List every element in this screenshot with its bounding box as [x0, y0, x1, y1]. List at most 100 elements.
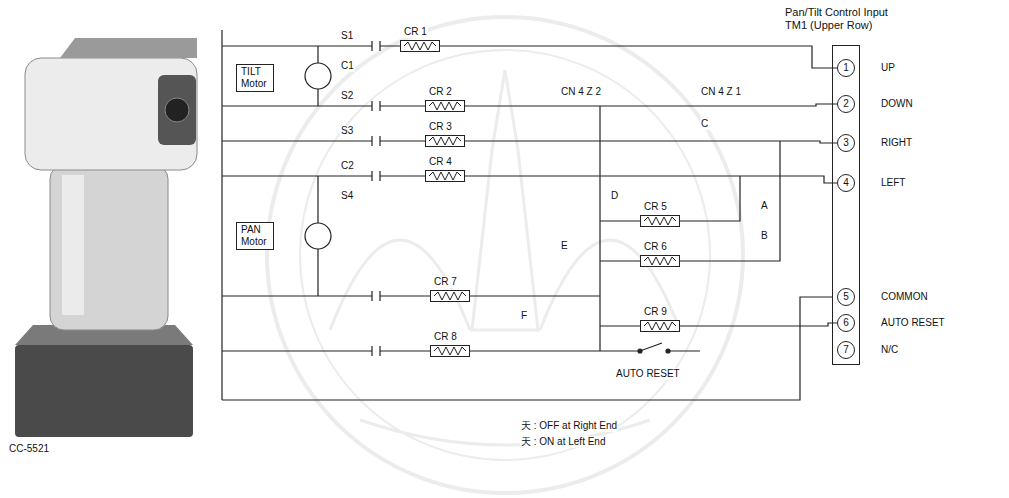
node-text: TILT	[241, 66, 269, 78]
node-letter: D	[610, 190, 619, 202]
node-text: Pan/Tilt Control Input	[785, 6, 888, 19]
node-text: 6	[838, 315, 854, 331]
coil-symbol	[431, 346, 469, 356]
connector-label: CN 4 Z 1	[700, 86, 742, 98]
camera-body	[50, 165, 168, 330]
seal-tree	[540, 240, 680, 330]
motor-tag: TILTMotor	[236, 64, 274, 92]
node-text: PAN	[241, 224, 269, 236]
terminal-number: 7	[837, 341, 855, 359]
terminal-number: 4	[837, 174, 855, 192]
motor-wire	[317, 46, 318, 106]
pin-name: UP	[880, 62, 896, 74]
switch-label: AUTO RESET	[615, 368, 681, 380]
node-text: CR 7	[433, 276, 458, 288]
node-text: CR 4	[428, 156, 453, 168]
switch-contact	[222, 136, 425, 146]
switch-contact	[222, 101, 425, 111]
relay-coil: CR 3	[425, 135, 465, 147]
node-text: CR 6	[643, 241, 668, 253]
relay-coil: CR 8	[430, 345, 470, 357]
connector-label: CN 4 Z 2	[560, 86, 602, 98]
pin-name: AUTO RESET	[880, 317, 946, 329]
motor-symbol	[305, 223, 331, 249]
capacitor-label: C1	[340, 60, 355, 72]
node-text: CR 2	[428, 86, 453, 98]
motor-tag: PANMotor	[236, 222, 274, 250]
seal-ring	[300, 50, 710, 460]
relay-coil: CR 4	[425, 170, 465, 182]
switch-contact	[222, 291, 430, 301]
watermark-seal	[267, 17, 743, 493]
relay-coil: CR 7	[430, 290, 470, 302]
coil-symbol	[641, 256, 679, 266]
motor-symbol	[305, 63, 331, 89]
switch-label: S3	[340, 125, 354, 137]
relay-wire	[599, 106, 600, 351]
coil-symbol	[401, 41, 439, 51]
camera-base	[15, 345, 193, 437]
camera-highlight	[62, 175, 84, 315]
supply-bus	[221, 30, 222, 400]
camera-lens	[165, 98, 189, 122]
relay-wire	[470, 296, 600, 351]
wire-connector	[465, 141, 837, 143]
coil-zigzag	[429, 137, 461, 145]
node-letter: B	[760, 230, 769, 242]
terminal-number: 5	[837, 288, 855, 306]
node-letter: C	[700, 118, 709, 130]
node-text: 5	[838, 289, 854, 305]
node-text: 7	[838, 342, 854, 358]
coil-zigzag	[429, 172, 461, 180]
node-text: CR 5	[643, 201, 668, 213]
terminal-number: 3	[837, 134, 855, 152]
coil-zigzag	[404, 42, 436, 50]
camera-head	[25, 58, 197, 170]
switch-label: S1	[340, 30, 354, 42]
capacitor-label: C2	[340, 160, 355, 172]
relay-coil: CR 2	[425, 100, 465, 112]
relay-wire	[600, 221, 640, 326]
contact-dot	[666, 349, 670, 353]
coil-zigzag	[434, 347, 466, 355]
coil-zigzag	[434, 292, 466, 300]
relay-wire	[680, 176, 740, 221]
note: 天 : ON at Left End	[520, 436, 606, 448]
node-text: 4	[838, 175, 854, 191]
switch-contact	[222, 346, 430, 356]
contact-dot	[638, 349, 642, 353]
node-text: 2	[838, 96, 854, 112]
relay-coil: CR 5	[640, 215, 680, 227]
terminal-number: 6	[837, 314, 855, 332]
pin-name: RIGHT	[880, 137, 913, 149]
coil-zigzag	[644, 322, 676, 330]
relay-wire	[680, 141, 780, 261]
node-text: CR 8	[433, 331, 458, 343]
switch-label: S4	[340, 190, 354, 202]
node-text: 1	[838, 60, 854, 76]
coil-symbol	[431, 291, 469, 301]
camera-window	[158, 75, 196, 145]
node-letter: E	[560, 240, 569, 252]
node-text: Motor	[241, 78, 269, 90]
coil-zigzag	[644, 217, 676, 225]
node-letter: F	[520, 310, 528, 322]
relay-coil: CR 9	[640, 320, 680, 332]
coil-zigzag	[429, 102, 461, 110]
common-wire	[222, 297, 832, 400]
camera-illustration	[15, 38, 197, 437]
wire-connector	[680, 323, 837, 326]
motor-wire	[317, 176, 318, 296]
coil-symbol	[426, 171, 464, 181]
node-text: Motor	[241, 236, 269, 248]
node-text: 3	[838, 135, 854, 151]
wire-connector	[465, 104, 837, 106]
wire-connector	[440, 46, 837, 68]
pin-name: COMMON	[880, 291, 929, 303]
relay-coil: CR 6	[640, 255, 680, 267]
